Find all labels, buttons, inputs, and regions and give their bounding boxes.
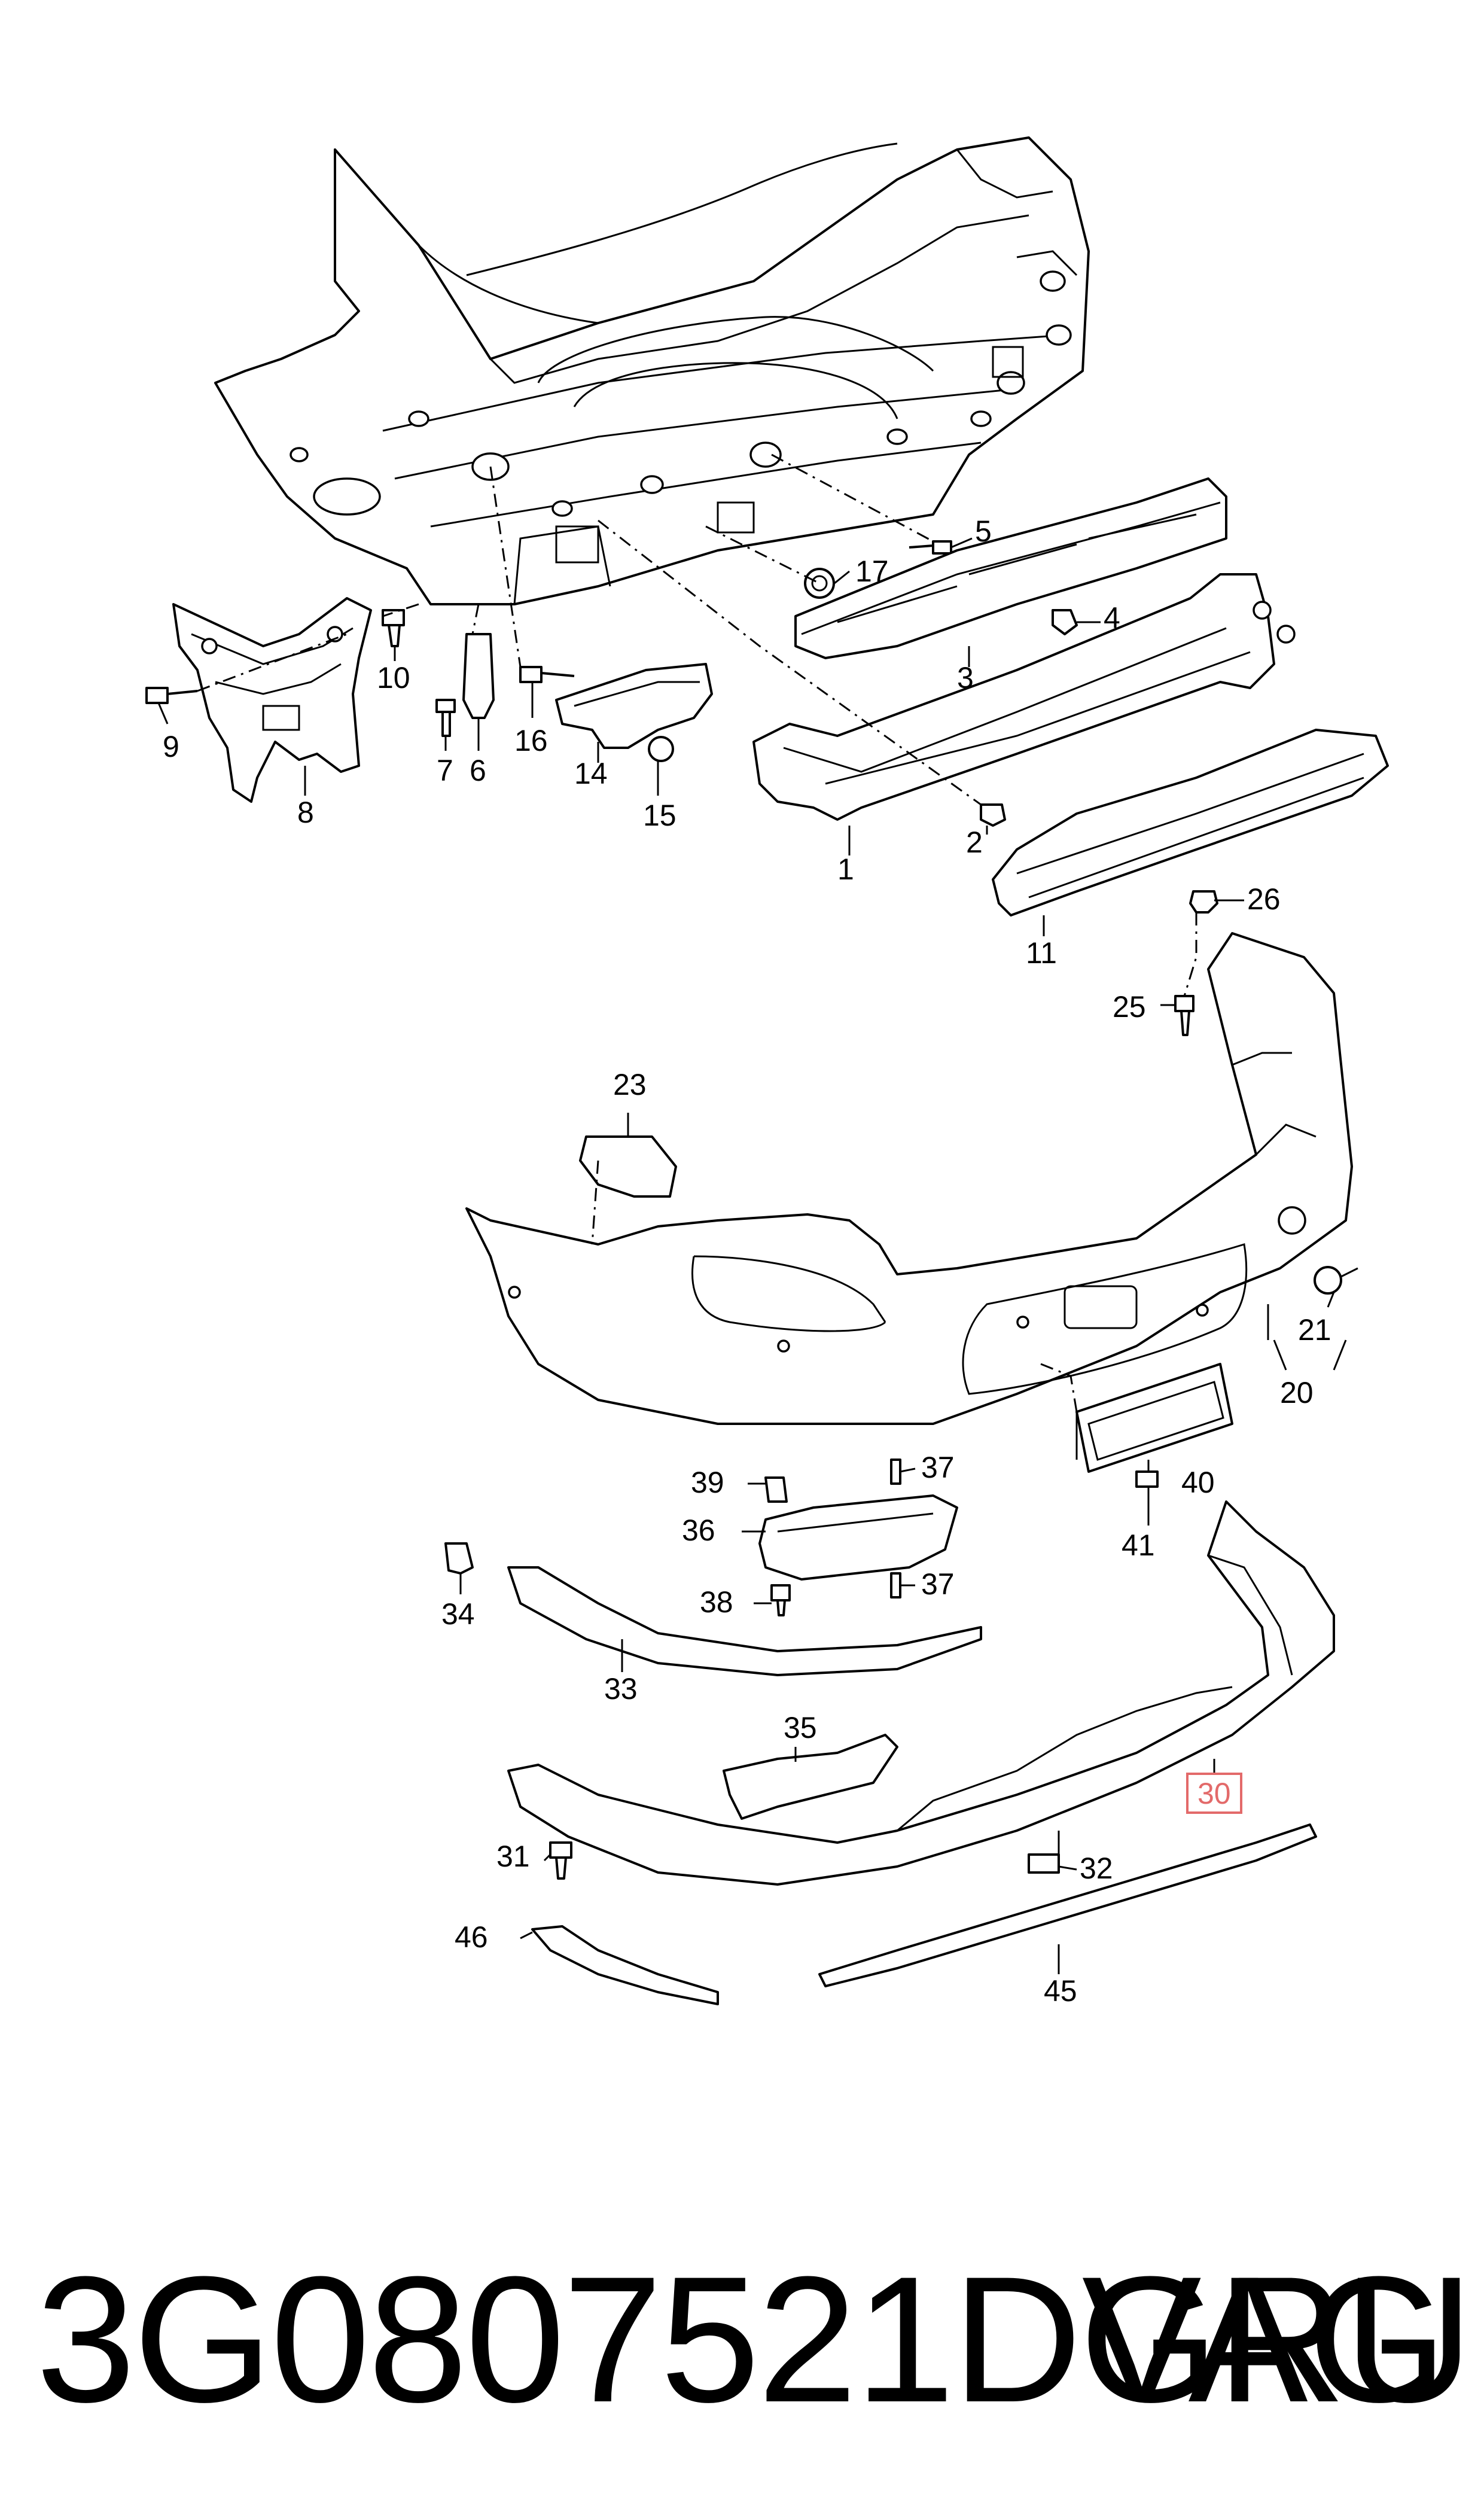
bumper-beam-1 bbox=[752, 573, 1296, 827]
callout-35: 35 bbox=[784, 1711, 817, 1744]
lower-spoiler-30 bbox=[507, 1500, 1335, 1886]
callout-25: 25 bbox=[1113, 990, 1146, 1024]
car-body-rear-section bbox=[214, 136, 1090, 605]
callout-38: 38 bbox=[700, 1585, 733, 1619]
callout-45: 45 bbox=[1044, 1974, 1077, 2008]
clip-39 bbox=[764, 1476, 788, 1503]
clip-34 bbox=[444, 1542, 474, 1575]
callout-32: 32 bbox=[1080, 1852, 1113, 1885]
callout-41: 41 bbox=[1122, 1529, 1155, 1562]
fasteners-left-group bbox=[145, 540, 1078, 737]
energy-absorber-11 bbox=[992, 729, 1389, 917]
callout-31: 31 bbox=[496, 1840, 530, 1873]
callout-8: 8 bbox=[297, 796, 314, 829]
screw-31 bbox=[549, 1841, 572, 1880]
callout-39: 39 bbox=[691, 1466, 724, 1499]
callout-26: 26 bbox=[1247, 882, 1281, 916]
bumper-cover-main bbox=[465, 932, 1353, 1425]
callout-46: 46 bbox=[455, 1920, 488, 1954]
footer: 3G0807521DGRU VAG bbox=[36, 2239, 1473, 2440]
bolt-2 bbox=[980, 803, 1006, 827]
clips-25-26 bbox=[1174, 890, 1218, 1036]
screw-25 bbox=[1174, 995, 1194, 1036]
callout-6: 6 bbox=[470, 754, 486, 787]
energy-absorber-3 bbox=[794, 477, 1227, 659]
callout-4: 4 bbox=[1104, 601, 1120, 635]
screw-37-bottom bbox=[890, 1572, 901, 1599]
callout-30-highlight-box bbox=[1186, 1773, 1242, 1814]
bumper-bracket-14 bbox=[555, 663, 713, 762]
bolt-7 bbox=[435, 699, 456, 737]
callout-30: 30 bbox=[1197, 1777, 1231, 1810]
clip-26 bbox=[1189, 890, 1218, 914]
callout-40: 40 bbox=[1181, 1466, 1215, 1499]
insert-35 bbox=[723, 1734, 898, 1820]
bolt-16 bbox=[519, 666, 575, 683]
callout-3: 3 bbox=[957, 661, 974, 695]
callout-7: 7 bbox=[437, 754, 453, 787]
bumper-bracket-left bbox=[172, 597, 372, 803]
trim-strip-33 bbox=[507, 1566, 982, 1676]
bolt-5 bbox=[909, 540, 952, 555]
callout-5: 5 bbox=[975, 514, 992, 548]
callout-16: 16 bbox=[514, 724, 548, 757]
screw-38 bbox=[770, 1584, 791, 1616]
clip-32 bbox=[1028, 1853, 1060, 1874]
clip-41 bbox=[1135, 1470, 1159, 1488]
parts-exploded-diagram: 1 2 3 4 5 6 7 8 9 10 11 14 15 16 17 20 2… bbox=[145, 136, 1389, 2008]
callout-labels: 1 2 3 4 5 6 7 8 9 10 11 14 15 16 17 20 2… bbox=[163, 514, 1331, 2008]
callout-23: 23 bbox=[613, 1068, 647, 1101]
pad-23 bbox=[579, 1135, 677, 1198]
callout-37-top: 37 bbox=[921, 1451, 955, 1484]
callout-17: 17 bbox=[855, 555, 889, 588]
nut-15 bbox=[648, 736, 674, 762]
callout-33: 33 bbox=[604, 1672, 638, 1706]
bracket-6 bbox=[462, 633, 495, 719]
callout-37-bottom: 37 bbox=[921, 1567, 955, 1601]
bolt-9 bbox=[145, 687, 198, 704]
trim-strip-46 bbox=[531, 1925, 719, 2005]
sensor-21 bbox=[1314, 1266, 1358, 1295]
callout-15: 15 bbox=[643, 799, 677, 832]
callout-34: 34 bbox=[441, 1597, 475, 1631]
callout-20: 20 bbox=[1280, 1376, 1314, 1409]
callout-10: 10 bbox=[377, 661, 410, 695]
license-plate-bracket-40 bbox=[1075, 1363, 1233, 1488]
callout-14: 14 bbox=[574, 757, 608, 790]
callout-9: 9 bbox=[163, 730, 179, 763]
brand-name: VAG bbox=[1081, 2239, 1448, 2440]
nut-4 bbox=[1052, 609, 1078, 635]
part-number: 3G0807521DGRU bbox=[36, 2239, 1473, 2440]
callout-2: 2 bbox=[966, 826, 983, 859]
leader-lines bbox=[157, 537, 1347, 1974]
callout-36: 36 bbox=[682, 1514, 715, 1547]
callout-1: 1 bbox=[837, 852, 854, 886]
screw-37-top bbox=[890, 1459, 901, 1485]
callout-11: 11 bbox=[1026, 936, 1057, 970]
trim-strip-45 bbox=[818, 1823, 1317, 1987]
reflector-bracket-36 bbox=[758, 1459, 958, 1616]
grommet-17 bbox=[804, 568, 835, 599]
callout-21: 21 bbox=[1298, 1313, 1331, 1347]
assembly-lines bbox=[197, 453, 1197, 1472]
